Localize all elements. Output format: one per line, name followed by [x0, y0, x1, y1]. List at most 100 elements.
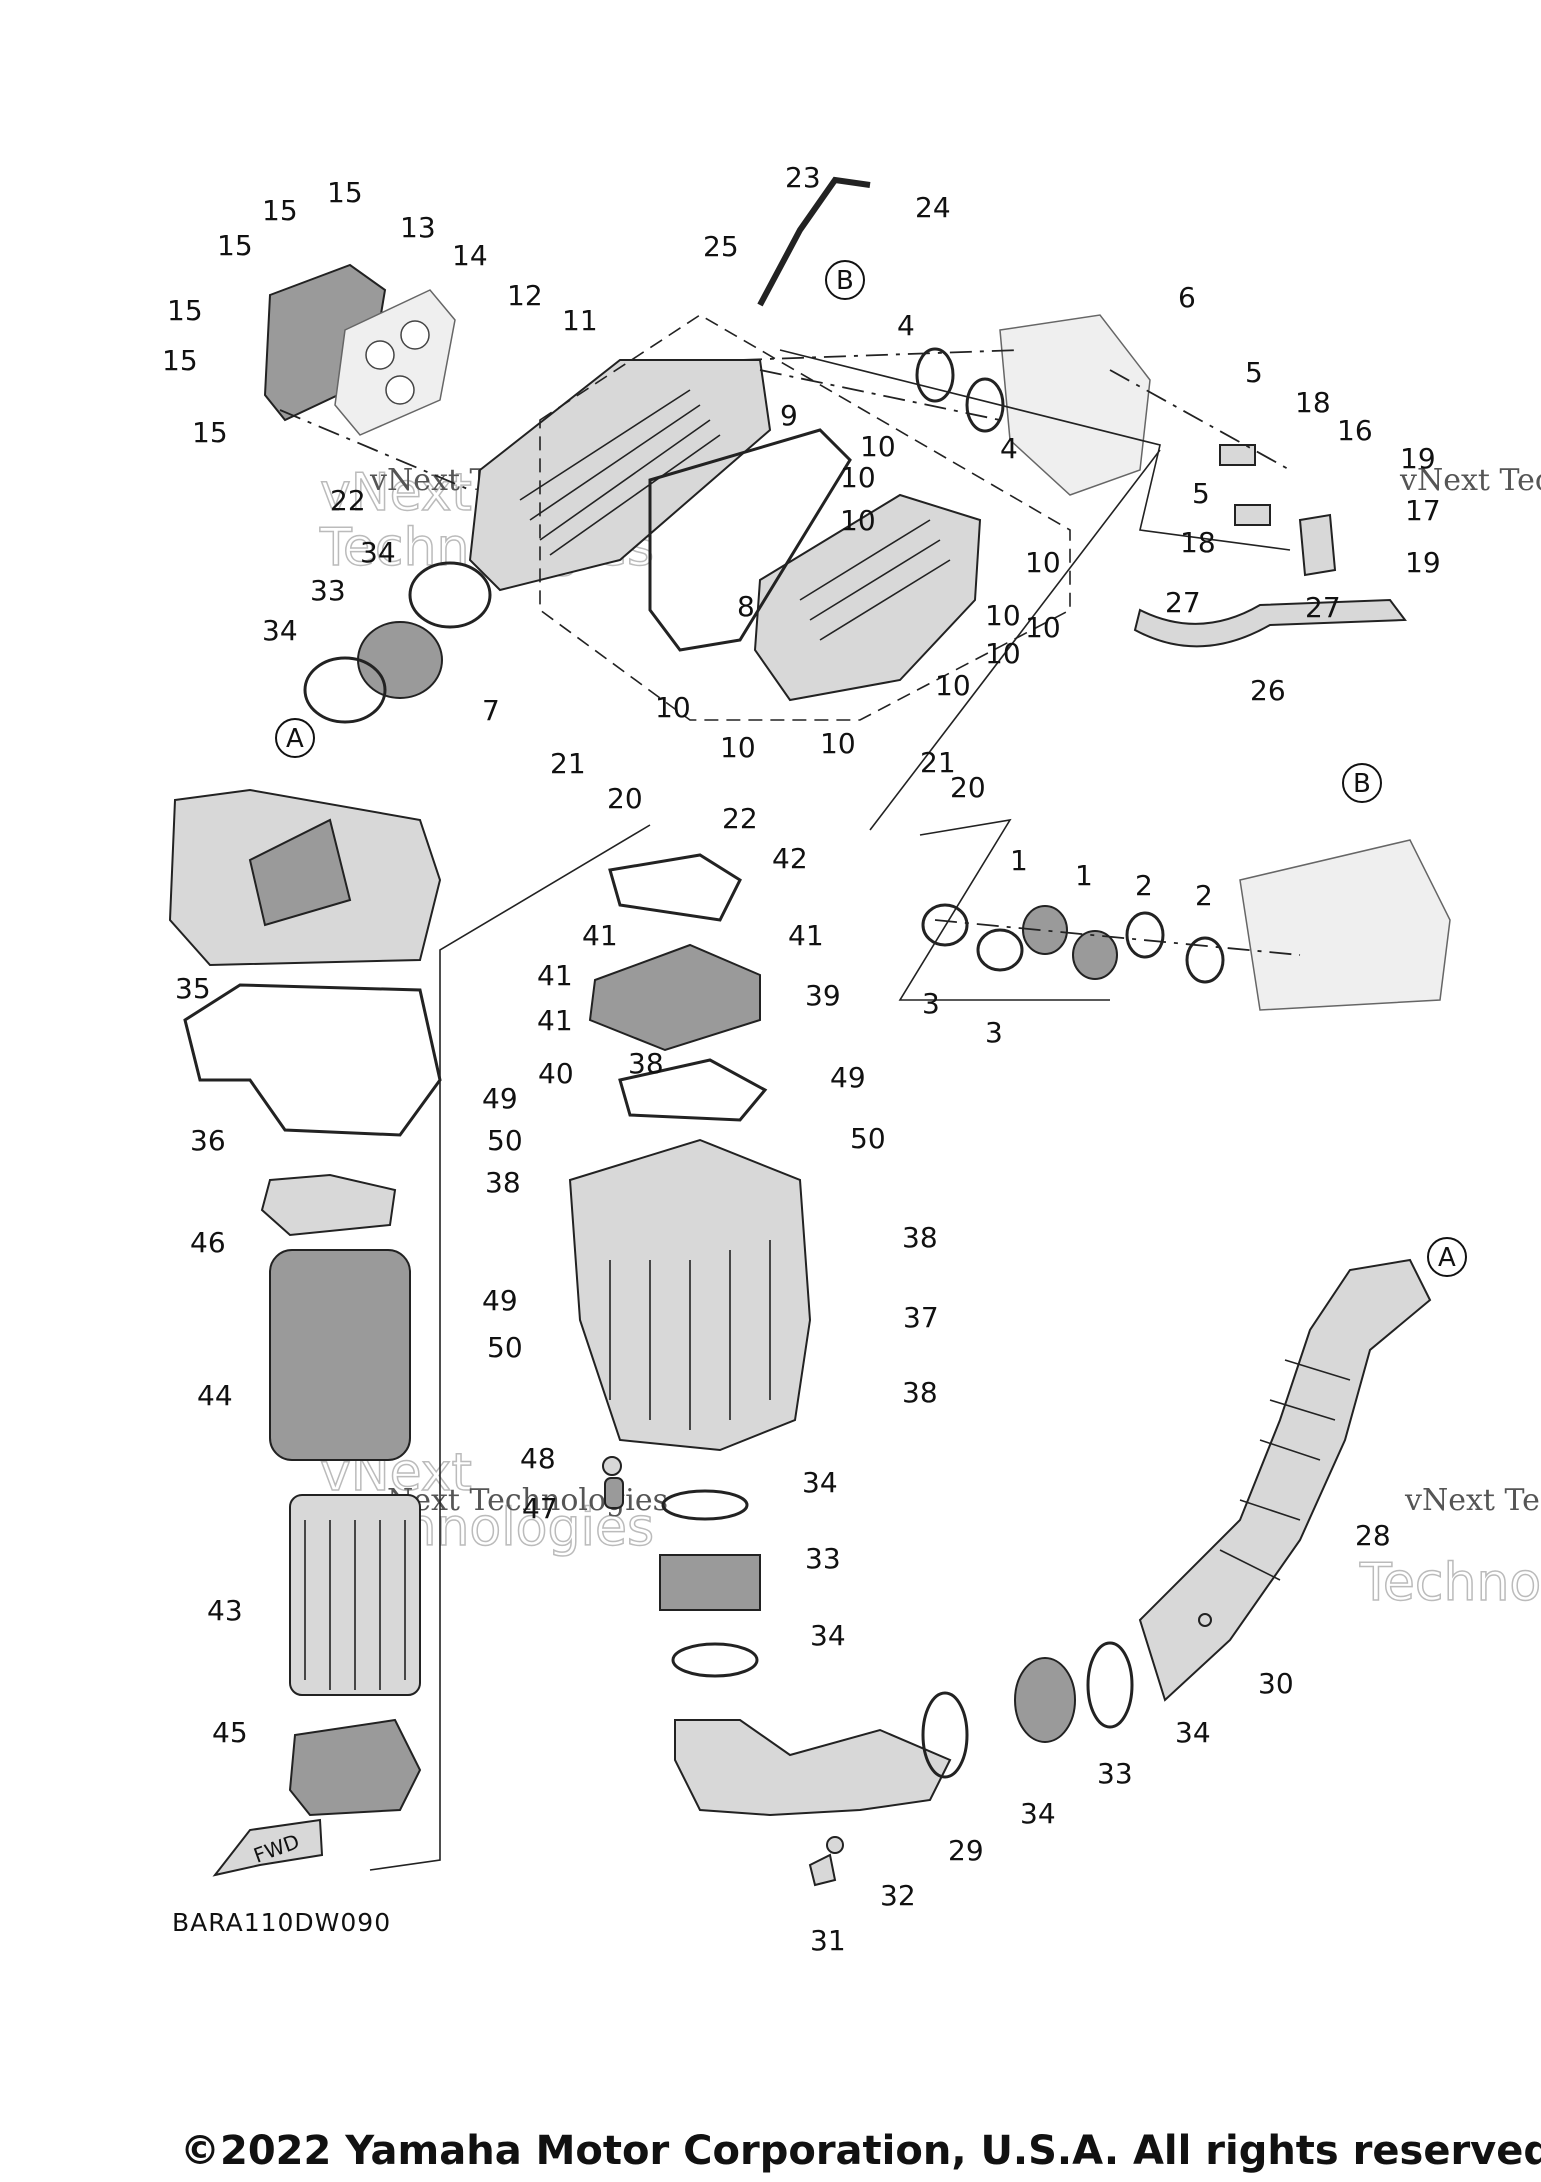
callout-15: 15: [192, 416, 228, 449]
callout-33: 33: [805, 1542, 841, 1575]
callout-45: 45: [212, 1716, 248, 1749]
callout-27: 27: [1165, 586, 1201, 619]
fwd-arrow: [212, 1818, 324, 1877]
clamp-3-a: [921, 903, 969, 947]
callout-1: 1: [1075, 859, 1093, 892]
callout-10: 10: [820, 727, 856, 760]
hose-23: [757, 176, 871, 307]
callout-20: 20: [607, 782, 643, 815]
callout-22: 22: [330, 484, 366, 517]
callout-48: 48: [520, 1442, 556, 1475]
drawing-code: BARA110DW090: [172, 1908, 392, 1937]
callout-14: 14: [452, 239, 488, 272]
callout-21: 21: [920, 746, 956, 779]
filter-element-44: [269, 1249, 411, 1461]
upper-assembly: [263, 176, 1407, 724]
gasket-42: [608, 853, 742, 922]
callout-15: 15: [262, 194, 298, 227]
callout-49: 49: [830, 1061, 866, 1094]
clamp-34-center-a: [661, 1489, 749, 1521]
gasket-9: [648, 428, 852, 652]
callout-39: 39: [805, 979, 841, 1012]
callout-38: 38: [902, 1221, 938, 1254]
sensor-18-a: [1219, 444, 1256, 466]
callout-10: 10: [935, 669, 971, 702]
callout-10: 10: [655, 691, 691, 724]
callout-29: 29: [948, 1834, 984, 1867]
callout-41: 41: [788, 919, 824, 952]
callout-10: 10: [840, 461, 876, 494]
clamp-34-upper-a: [408, 561, 492, 629]
callout-41: 41: [537, 1004, 573, 1037]
gasket-36: [183, 983, 442, 1137]
callout-36: 36: [190, 1124, 226, 1157]
seal-46: [260, 1173, 397, 1237]
sleeve-33-center: [659, 1554, 761, 1611]
right-clamp-cluster: [921, 839, 1451, 1011]
callout-5: 5: [1192, 477, 1210, 510]
callout-7: 7: [482, 694, 500, 727]
sleeve-1-b: [1072, 930, 1118, 980]
callout-23: 23: [785, 161, 821, 194]
clamp-4-a: [915, 347, 955, 403]
callout-50: 50: [850, 1122, 886, 1155]
callout-6: 6: [1178, 281, 1196, 314]
callout-37: 37: [903, 1301, 939, 1334]
sleeve-1-a: [1022, 905, 1068, 955]
callout-10: 10: [1025, 546, 1061, 579]
callout-4: 4: [897, 309, 915, 342]
callout-35: 35: [175, 972, 211, 1005]
watermark-tech-3: Technologies: [1359, 1553, 1541, 1613]
lower-right-intake: [921, 1258, 1432, 1779]
callout-49: 49: [482, 1082, 518, 1115]
watermark-line-2: vNext Technologies: [1399, 463, 1541, 498]
callout-28: 28: [1355, 1519, 1391, 1552]
callout-42: 42: [772, 842, 808, 875]
reference-letters: A B B A: [275, 260, 1467, 1277]
callout-3: 3: [922, 987, 940, 1020]
ref-letter-b-right: B: [1353, 769, 1371, 799]
clamp-34-center-b: [671, 1642, 759, 1678]
callout-41: 41: [582, 919, 618, 952]
callout-18: 18: [1295, 386, 1331, 419]
callout-17: 17: [1405, 494, 1441, 527]
callout-19: 19: [1400, 442, 1436, 475]
callout-44: 44: [197, 1379, 233, 1412]
callout-46: 46: [190, 1226, 226, 1259]
callout-49: 49: [482, 1284, 518, 1317]
callout-34: 34: [802, 1466, 838, 1499]
callout-10: 10: [840, 504, 876, 537]
hose-26: [1133, 598, 1407, 648]
clamp-2-b: [1185, 936, 1225, 984]
intake-duct-28: [1138, 1258, 1432, 1702]
callout-15: 15: [217, 229, 253, 262]
lid-39: [588, 943, 761, 1052]
watermark-brand-1: vNext: [320, 463, 472, 523]
callout-50: 50: [487, 1124, 523, 1157]
callout-27: 27: [1305, 591, 1341, 624]
plug-48: [602, 1456, 622, 1476]
screw-32: [826, 1836, 844, 1854]
callout-33: 33: [1097, 1757, 1133, 1790]
callout-30: 30: [1258, 1667, 1294, 1700]
callout-38: 38: [628, 1047, 664, 1080]
throttle-body-assembly: [999, 314, 1151, 496]
intake-manifold-7: [468, 359, 772, 592]
sensor-18-b: [1234, 504, 1271, 526]
callout-2: 2: [1135, 869, 1153, 902]
seal-45: [288, 1718, 422, 1817]
callout-41: 41: [537, 959, 573, 992]
callout-11: 11: [562, 304, 598, 337]
ref-letter-a-right: A: [1438, 1243, 1456, 1273]
callout-47: 47: [522, 1492, 558, 1525]
center-airbox: [568, 853, 952, 1887]
clip-31: [808, 1853, 837, 1887]
callout-10: 10: [1025, 611, 1061, 644]
gasket-40: [618, 1058, 768, 1122]
engine-cylinder-head: [1239, 839, 1451, 1011]
intake-duct-29: [674, 1719, 952, 1817]
callout-8: 8: [737, 590, 755, 623]
bracket-16: [1298, 513, 1337, 577]
callout-38: 38: [902, 1376, 938, 1409]
drain-47: [604, 1477, 624, 1509]
